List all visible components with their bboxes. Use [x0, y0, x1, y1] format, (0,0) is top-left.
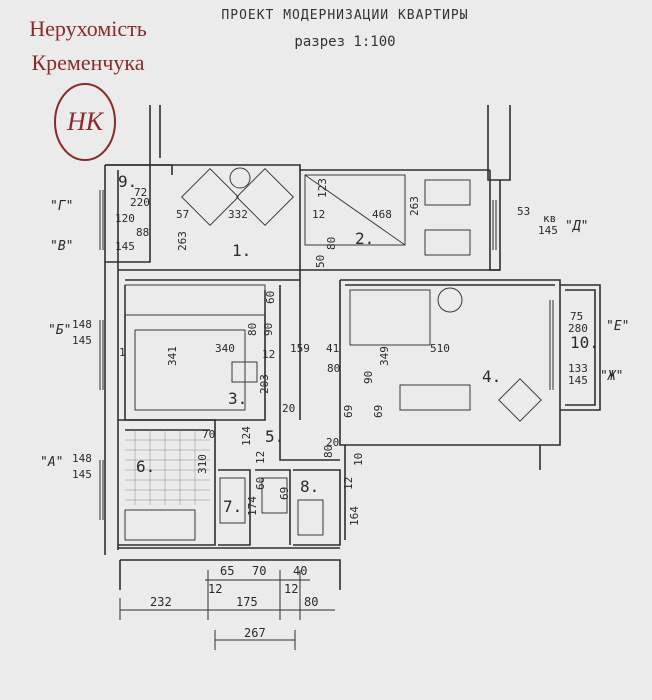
dim-349: 349 [378, 346, 391, 366]
room-number-7: 7. [223, 497, 242, 516]
dim-80-b: 80 [246, 323, 259, 336]
dim-90-b: 90 [362, 371, 375, 384]
dim-90-a: 90 [262, 323, 275, 336]
dim-124: 124 [240, 426, 253, 446]
bottom-dim-232: 232 [150, 595, 172, 609]
dim-263-b: 263 [408, 196, 421, 216]
window-mark-a: "А" [40, 455, 63, 470]
room-number-10: 10. [570, 333, 599, 352]
bottom-dim-80: 80 [304, 595, 318, 609]
dim-1: 1 [119, 346, 126, 359]
dim-12-d: 12 [342, 477, 355, 490]
room-number-9: 9. [118, 172, 137, 191]
bottom-dim-175: 175 [236, 595, 258, 609]
dim-80-a: 80 [325, 237, 338, 250]
watermark-line-1: Нерухомість [29, 16, 147, 41]
dim-80-d: 80 [322, 445, 335, 458]
bottom-dim-70: 70 [252, 564, 266, 578]
window-mark-g: "Г" [50, 199, 73, 214]
window-mark-v: "В" [50, 239, 73, 254]
dim-69-a: 69 [342, 405, 355, 418]
dim-72: 72 [134, 186, 147, 199]
room-number-4: 4. [482, 367, 501, 386]
room-number-5: 5. [265, 427, 284, 446]
window-size-b-2: 145 [72, 334, 92, 347]
dim-70: 70 [202, 428, 215, 441]
seal-letters: НК [66, 107, 105, 136]
dim-341: 341 [166, 346, 179, 366]
window-mark-e: "Е" [606, 319, 629, 334]
dim-57: 57 [176, 208, 189, 221]
room-number-8: 8. [300, 477, 319, 496]
watermark-text: Нерухомість Кременчука [8, 12, 168, 80]
dim-159: 159 [290, 342, 310, 355]
bottom-dim-12-b: 12 [284, 582, 298, 596]
room-number-1: 1. [232, 241, 251, 260]
watermark-line-2: Кременчука [31, 50, 145, 75]
bottom-dim-267: 267 [244, 626, 266, 640]
window-size-a-2: 145 [72, 468, 92, 481]
dim-69-b: 69 [372, 405, 385, 418]
window-size-e-2: 280 [568, 322, 588, 335]
dim-263-a: 263 [176, 231, 189, 251]
dim-340: 340 [215, 342, 235, 355]
dim-310: 310 [196, 454, 209, 474]
dim-174: 174 [246, 496, 259, 516]
dim-80-c: 80 [327, 362, 340, 375]
dim-41: 41 [326, 342, 339, 355]
dim-10: 10 [352, 453, 365, 466]
dim-88: 88 [136, 226, 149, 239]
room-number-3: 3. [228, 389, 247, 408]
window-mark-b: "Б" [48, 323, 71, 338]
bottom-dim-65: 65 [220, 564, 234, 578]
bottom-dim-12-a: 12 [208, 582, 222, 596]
dim-60: 60 [264, 291, 277, 304]
window-mark-d: "Д" [565, 219, 588, 234]
dim-12-a: 12 [312, 208, 325, 221]
window-size-b-1: 148 [72, 318, 92, 331]
window-size-v: 145 [115, 240, 135, 253]
bottom-dim-40: 40 [293, 564, 307, 578]
dim-164: 164 [348, 506, 361, 526]
window-size-a-1: 148 [72, 452, 92, 465]
window-mark-zh: "Ж" [600, 369, 623, 384]
room-number-6: 6. [136, 457, 155, 476]
window-size-e-1: 75 [570, 310, 583, 323]
dim-20-b: 20 [326, 436, 339, 449]
dim-50: 50 [314, 255, 327, 268]
dim-12-c: 12 [254, 451, 267, 464]
plan-title: ПРОЕКТ МОДЕРНИЗАЦИИ КВАРТИРЫ [221, 8, 469, 23]
dim-53: 53 [517, 205, 530, 218]
dim-203: 203 [258, 374, 271, 394]
dim-332: 332 [228, 208, 248, 221]
dim-20-a: 20 [282, 402, 295, 415]
window-size-zh-2: 145 [568, 374, 588, 387]
dim-12-b: 12 [262, 348, 275, 361]
window-size-d: 145 [538, 224, 558, 237]
dim-60-b: 60 [254, 477, 267, 490]
room-number-2: 2. [355, 229, 374, 248]
plan-scale: разрез 1:100 [294, 34, 396, 50]
watermark-seal-logo: НК [54, 83, 116, 161]
window-kv-label: кв [543, 212, 556, 225]
dim-468: 468 [372, 208, 392, 221]
window-size-g: 120 [115, 212, 135, 225]
dim-69-c: 69 [278, 487, 291, 500]
dim-220: 220 [130, 196, 150, 209]
dim-510: 510 [430, 342, 450, 355]
window-size-zh-1: 133 [568, 362, 588, 375]
dim-123: 123 [316, 178, 329, 198]
